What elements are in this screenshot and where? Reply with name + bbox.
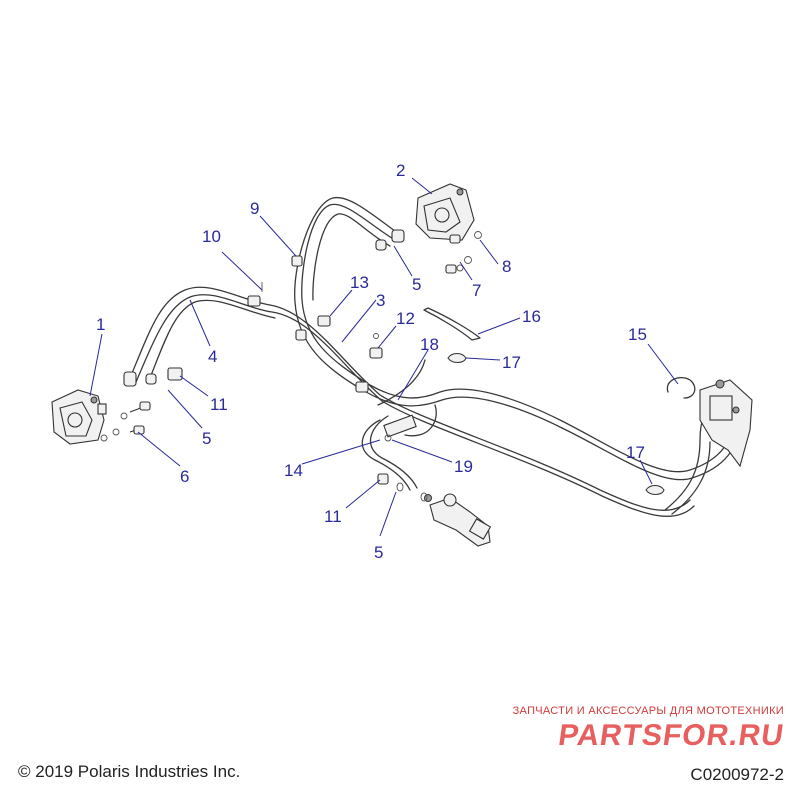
callout-12: 12 [396, 309, 415, 328]
callout-4: 4 [208, 347, 217, 366]
callout-6: 6 [180, 467, 189, 486]
callout-5-left: 5 [202, 429, 211, 448]
callout-11-lower: 11 [324, 507, 342, 526]
brake-line-14-outer [369, 415, 418, 489]
callout-17-upper: 17 [502, 353, 521, 372]
watermark-tagline: ЗАПЧАСТИ И АКСЕССУАРЫ ДЛЯ МОТОТЕХНИКИ [512, 705, 784, 717]
caliper-2 [415, 183, 475, 241]
callout-13: 13 [350, 273, 369, 292]
brake-line-3-inner [312, 213, 391, 301]
callout-15: 15 [628, 325, 647, 344]
watermark-brand: PARTSFOR.RU [556, 719, 787, 752]
brake-line-4-outer [135, 294, 695, 518]
callout-17-lower: 17 [626, 443, 645, 462]
leader-lines [89, 177, 679, 537]
callout-3: 3 [376, 291, 385, 310]
brake-line-3-outer [294, 196, 738, 481]
brake-line-4b [149, 299, 276, 379]
watermark: ЗАПЧАСТИ И АКСЕССУАРЫ ДЛЯ МОТОТЕХНИКИ PA… [488, 705, 787, 753]
master-cylinder [424, 493, 492, 547]
callout-7: 7 [472, 281, 481, 300]
rear-junction [699, 379, 753, 468]
callout-9: 9 [250, 199, 259, 218]
callout-labels: 1 2 3 4 5 5 5 6 7 8 9 10 11 11 12 13 14 … [96, 161, 647, 562]
callout-16: 16 [522, 307, 541, 326]
callout-5-upper: 5 [412, 275, 421, 294]
brake-lines [129, 196, 738, 518]
callout-1: 1 [96, 315, 105, 334]
brake-line-4 [129, 286, 691, 512]
callout-10: 10 [202, 227, 221, 246]
callout-2: 2 [396, 161, 405, 180]
junction-lines [377, 359, 437, 437]
brake-line-14 [361, 419, 411, 491]
callout-11-left: 11 [210, 395, 228, 414]
callout-5-lower: 5 [374, 543, 383, 562]
brake-line-3 [301, 203, 732, 473]
copyright-text: © 2019 Polaris Industries Inc. [18, 762, 241, 781]
small-parts [100, 229, 696, 502]
rear-line-outer [671, 441, 711, 515]
callout-18: 18 [420, 335, 439, 354]
callout-14: 14 [284, 461, 303, 480]
caliper-1 [51, 389, 107, 445]
callout-19: 19 [454, 457, 473, 476]
callout-8: 8 [502, 257, 511, 276]
diagram-code: C0200972-2 [690, 765, 784, 784]
